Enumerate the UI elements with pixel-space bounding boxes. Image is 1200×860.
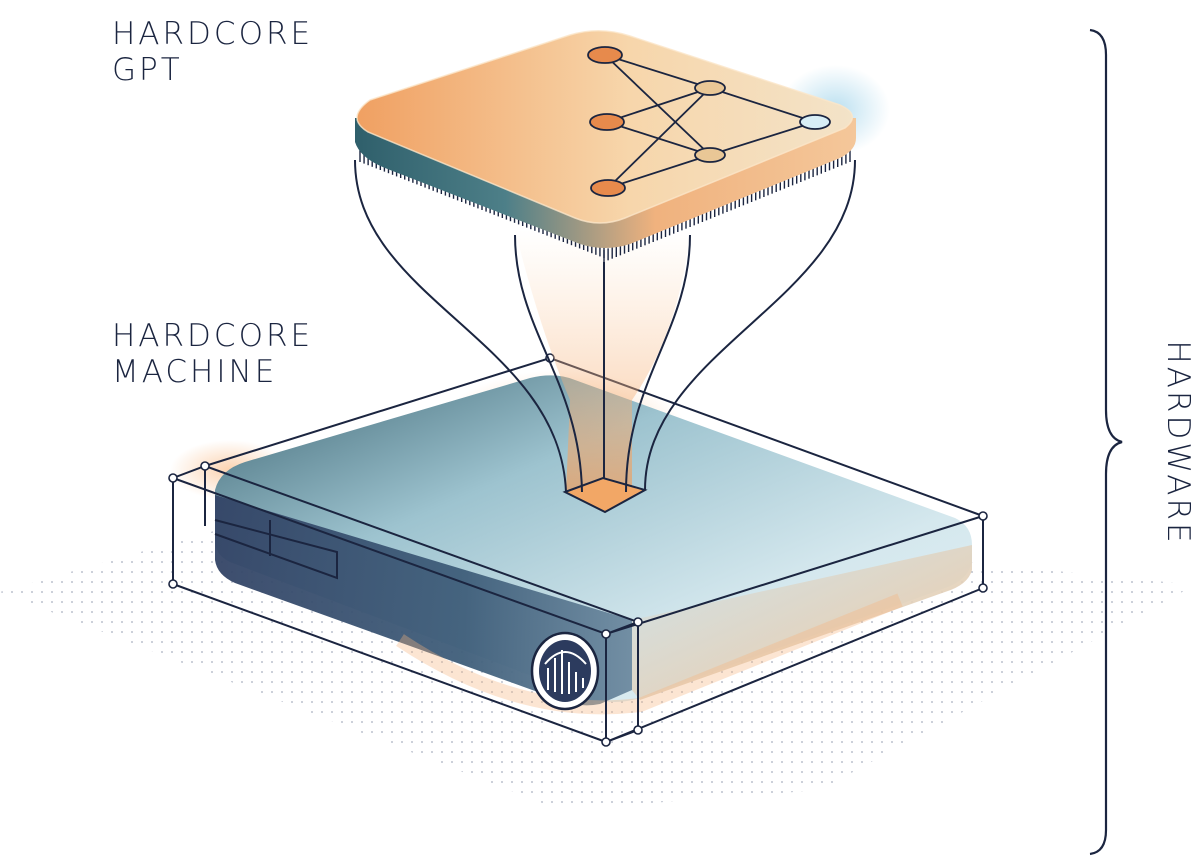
hardware-label: HARDWARE <box>1158 305 1198 580</box>
hardware-text: HARDWARE <box>1160 339 1196 546</box>
hardcore-gpt-label: HARDCORE GPT <box>112 16 313 88</box>
label-line-1: HARDCORE <box>112 318 314 354</box>
hardware-brace <box>1089 28 1123 856</box>
neural-network-icon <box>587 46 831 197</box>
label-line-2: MACHINE <box>112 354 278 390</box>
hardcore-machine-label: HARDCORE MACHINE <box>112 318 313 390</box>
server-machine <box>168 353 988 747</box>
label-line-1: HARDCORE <box>112 16 314 52</box>
label-line-2: GPT <box>112 52 183 88</box>
gpt-chip <box>355 30 890 262</box>
chip-connection-funnel <box>354 159 856 514</box>
bar-chart-badge-icon <box>530 631 600 711</box>
